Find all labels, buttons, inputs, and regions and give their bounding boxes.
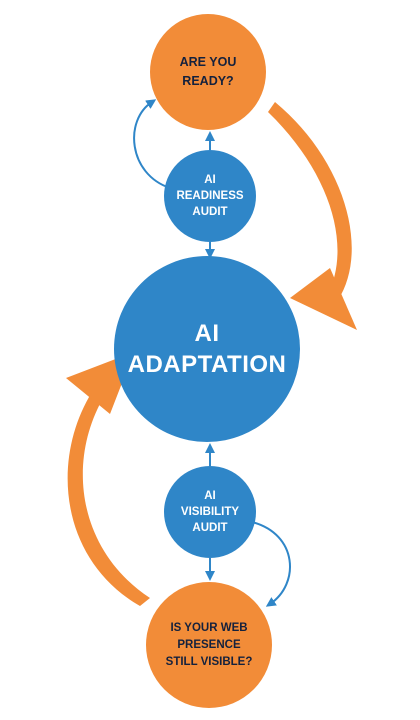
orange-arrow-top-right [268,102,357,330]
curved-arrow-readiness-to-ready [133,99,171,189]
curved-arrow-visibility-to-web [251,521,291,607]
web-presence-line2: PRESENCE [177,638,241,651]
are-you-ready-line1: ARE YOU [179,55,237,69]
adaptation-line1: AI [194,320,220,347]
visibility-line1: AI [204,490,216,502]
ai-readiness-audit-circle: AI READINESS AUDIT [164,150,256,242]
adaptation-line2: ADAPTATION [127,351,287,378]
web-presence-visible-circle: IS YOUR WEB PRESENCE STILL VISIBLE? [146,582,272,708]
visibility-line2: VISIBILITY [180,506,240,518]
readiness-line3: AUDIT [192,206,228,218]
visibility-line3: AUDIT [192,522,228,534]
web-presence-line1: IS YOUR WEB [170,621,248,634]
readiness-line2: READINESS [176,190,244,202]
ai-visibility-audit-circle: AI VISIBILITY AUDIT [164,466,256,558]
readiness-line1: AI [204,174,216,186]
ai-adaptation-circle: AI ADAPTATION [114,256,300,442]
web-presence-line3: STILL VISIBLE? [165,655,253,668]
are-you-ready-line2: READY? [182,74,234,88]
are-you-ready-circle: ARE YOU READY? [150,14,266,130]
